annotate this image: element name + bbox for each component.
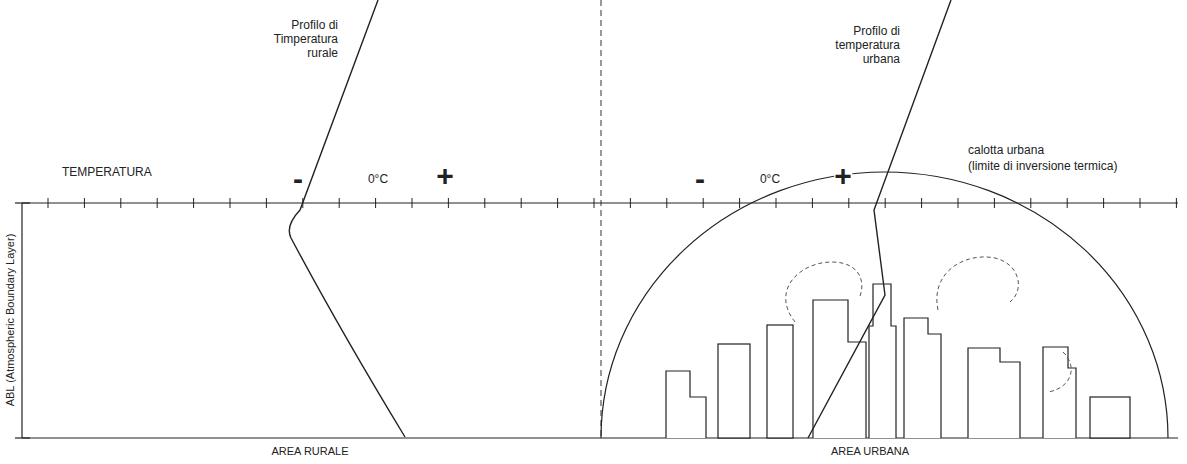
building [718, 344, 750, 438]
axis-tick [1176, 198, 1177, 208]
sign-plus: + [436, 161, 454, 191]
axis-tick [994, 198, 995, 208]
dome-label: calotta urbana [968, 143, 1044, 157]
abl-bracket-tick [15, 437, 30, 438]
axis-tick [958, 198, 959, 208]
building [869, 284, 896, 438]
axis-tick [1067, 198, 1068, 208]
axis-tick [848, 198, 849, 208]
building [1090, 397, 1130, 438]
dome-label: (limite di inversione termica) [968, 159, 1117, 173]
axis-tick [739, 198, 740, 208]
buildings [666, 284, 1130, 438]
axis-tick [230, 198, 231, 208]
abl-label: ABL (Atmospheric Boundary Layer) [4, 234, 17, 407]
axis-tick [521, 198, 522, 208]
sign-minus: - [293, 164, 303, 194]
axis-tick [339, 198, 340, 208]
building [904, 318, 941, 438]
abl-bracket-tick [15, 202, 30, 203]
axis-tick [1030, 198, 1031, 208]
zero-label: 0°C [368, 172, 388, 186]
building [1043, 347, 1076, 438]
axis-tick [921, 198, 922, 208]
temperature-axis [22, 202, 1178, 203]
building [666, 371, 706, 438]
axis-title: TEMPERATURA [62, 165, 152, 179]
axis-tick [84, 198, 85, 208]
circulation-loop [937, 257, 1019, 310]
axis-ticks [48, 198, 1176, 208]
circulation-loop [786, 262, 862, 322]
profile-label: Profilo di Timperatura rurale [260, 18, 338, 60]
divider-line [600, 0, 601, 438]
area-label: AREA URBANA [831, 444, 909, 458]
axis-tick [666, 198, 667, 208]
axis-tick [557, 198, 558, 208]
axis-tick [375, 198, 376, 208]
profiles [289, 0, 951, 438]
axis-tick [448, 198, 449, 208]
axis-tick [594, 198, 595, 208]
building [767, 325, 793, 438]
axis-tick [193, 198, 194, 208]
frame [15, 0, 1178, 438]
urban-dome [601, 172, 1168, 438]
air-circulation [786, 257, 1071, 392]
axis-tick [48, 198, 49, 208]
axis-tick [266, 198, 267, 208]
axis-tick [412, 198, 413, 208]
axis-tick [703, 198, 704, 208]
axis-tick [120, 198, 121, 208]
axis-tick [1103, 198, 1104, 208]
axis-tick [157, 198, 158, 208]
zero-label: 0°C [760, 172, 780, 186]
axis-tick [885, 198, 886, 208]
axis-tick [630, 198, 631, 208]
circulation-loop [1048, 352, 1071, 392]
abl-bracket [21, 203, 22, 438]
sign-plus: + [834, 161, 852, 191]
profile-label: Profilo di temperatura urbana [822, 24, 900, 66]
axis-tick [812, 198, 813, 208]
axis-tick [776, 198, 777, 208]
building [813, 300, 866, 438]
building [968, 348, 1020, 438]
axis-tick [484, 198, 485, 208]
axis-tick [1140, 198, 1141, 208]
sign-minus: - [695, 164, 705, 194]
urban-temperature-profile [808, 0, 951, 438]
area-label: AREA RURALE [271, 444, 348, 458]
rural-temperature-profile [289, 0, 405, 437]
